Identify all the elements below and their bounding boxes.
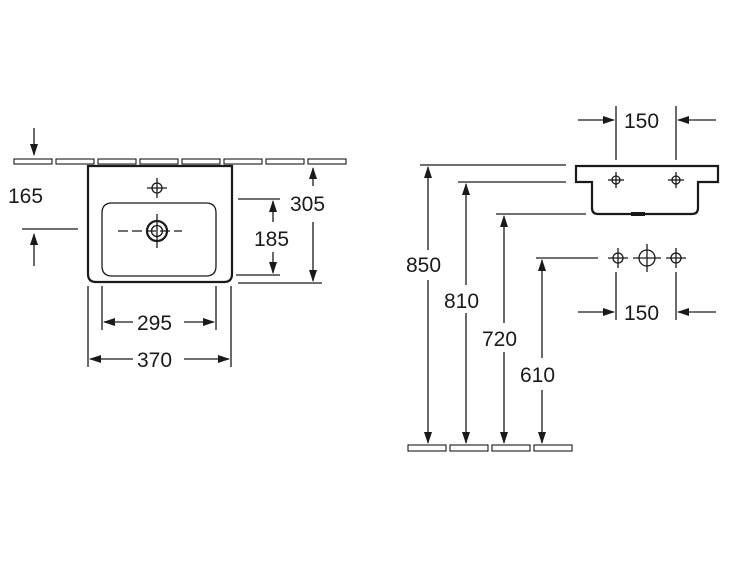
- dim-810: 810: [444, 183, 479, 444]
- dim-295: 295: [101, 286, 217, 335]
- wall-tiles: [13, 158, 347, 165]
- dim-150-bottom-label: 150: [624, 302, 659, 325]
- connection-icon: [633, 244, 661, 272]
- connection-icon: [608, 248, 628, 268]
- dim-720-label: 720: [482, 328, 517, 351]
- dim-370-label: 370: [137, 349, 172, 372]
- bowl-outline: [101, 202, 217, 277]
- dim-185-label: 185: [254, 228, 289, 251]
- dim-610: 610: [520, 259, 555, 444]
- dim-150-top-label: 150: [624, 110, 659, 133]
- dim-720: 720: [482, 215, 517, 444]
- connection-icon: [666, 248, 686, 268]
- wall-connections: [608, 244, 686, 272]
- tap-icon: [668, 172, 684, 188]
- dim-150-top: 150: [578, 106, 716, 160]
- dim-150-bottom: 150: [578, 272, 716, 325]
- dim-610-label: 610: [520, 364, 555, 387]
- dim-810-label: 810: [444, 290, 479, 313]
- dim-165: 165: [8, 128, 78, 266]
- dim-850: 850: [406, 166, 441, 444]
- dim-305: 305: [238, 167, 325, 284]
- side-view: 150 150: [406, 106, 720, 452]
- tap-icon: [608, 172, 624, 188]
- dim-295-label: 295: [137, 312, 172, 335]
- drain-icon: [118, 214, 182, 248]
- dim-850-label: 850: [406, 254, 441, 277]
- basin-outline: [86, 164, 234, 284]
- dim-305-label: 305: [290, 193, 325, 216]
- dim-165-label: 165: [8, 185, 43, 208]
- front-view: 165 305 185 295: [8, 128, 347, 372]
- dim-185: 185: [236, 198, 289, 276]
- tap-hole-icon: [147, 178, 167, 198]
- basin-side-profile: [574, 164, 720, 216]
- dim-370: 370: [87, 286, 232, 372]
- floor-tiles: [407, 444, 573, 452]
